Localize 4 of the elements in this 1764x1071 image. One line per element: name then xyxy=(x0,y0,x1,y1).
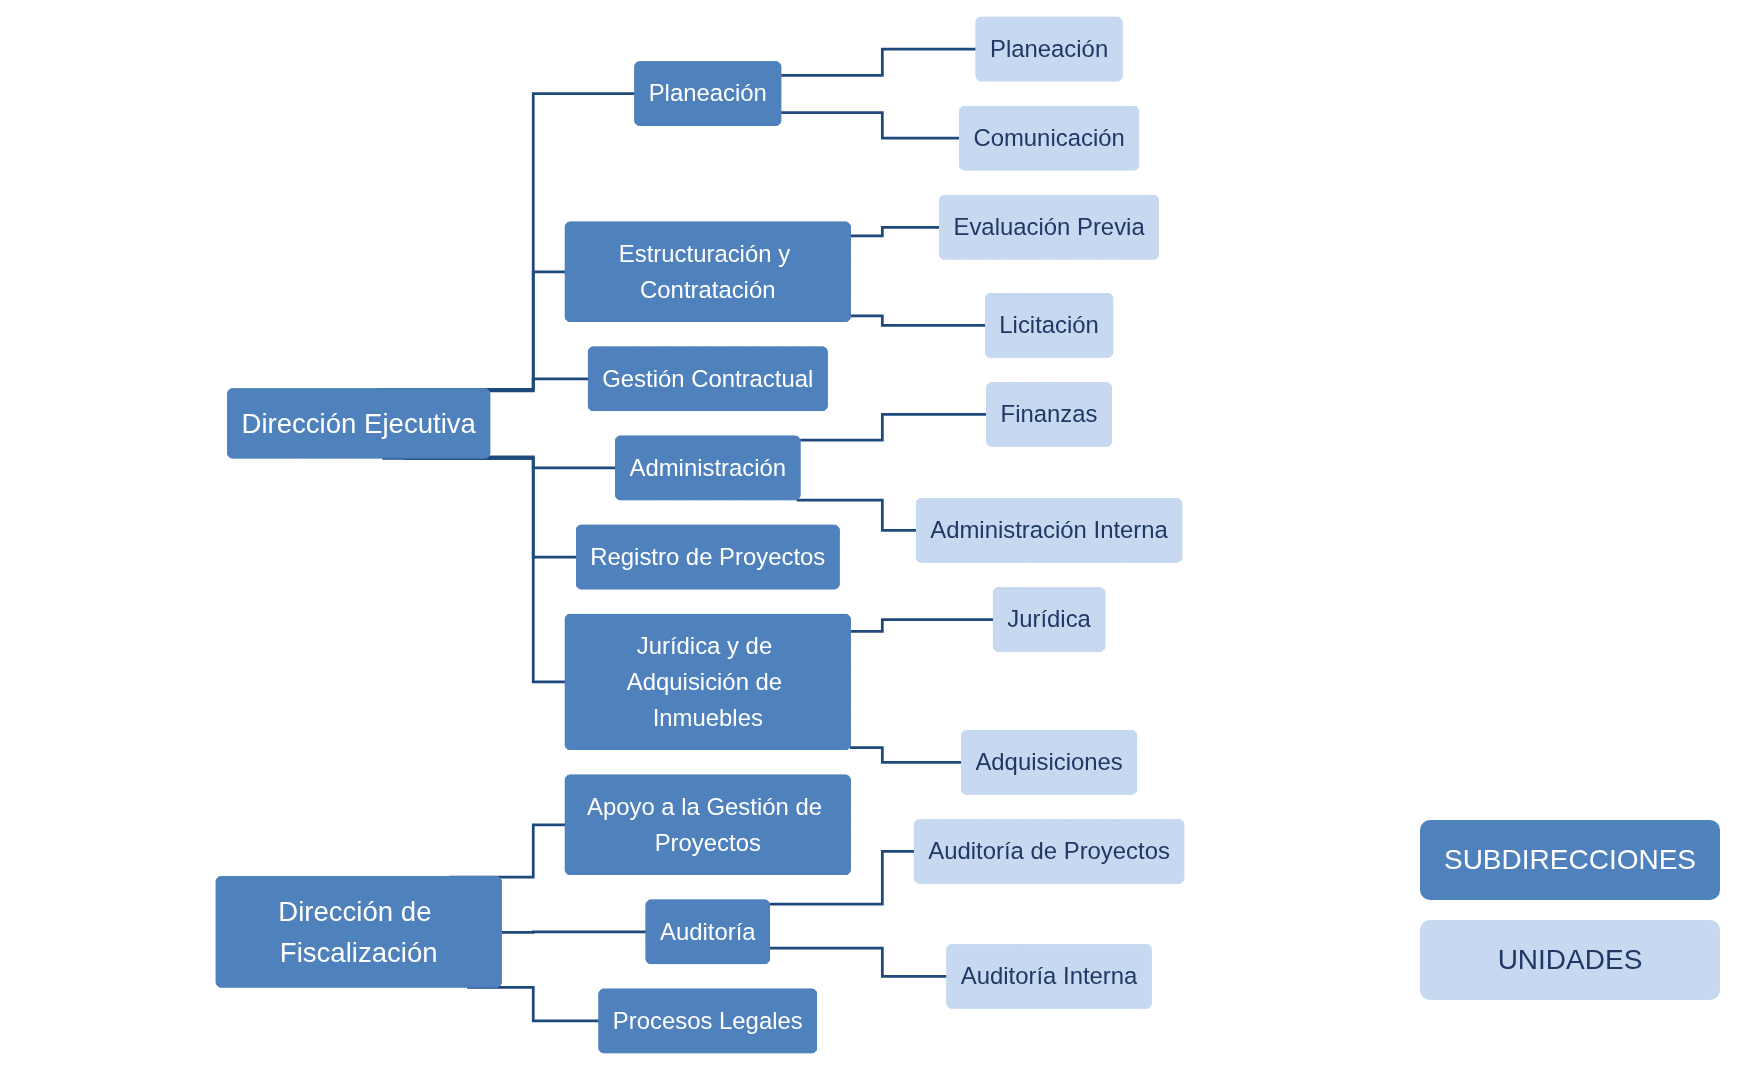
connector xyxy=(467,986,601,1023)
legend-swatch: SUBDIRECCIONES xyxy=(1420,820,1720,900)
legend-swatch: UNIDADES xyxy=(1420,920,1720,1000)
connector xyxy=(769,946,949,979)
